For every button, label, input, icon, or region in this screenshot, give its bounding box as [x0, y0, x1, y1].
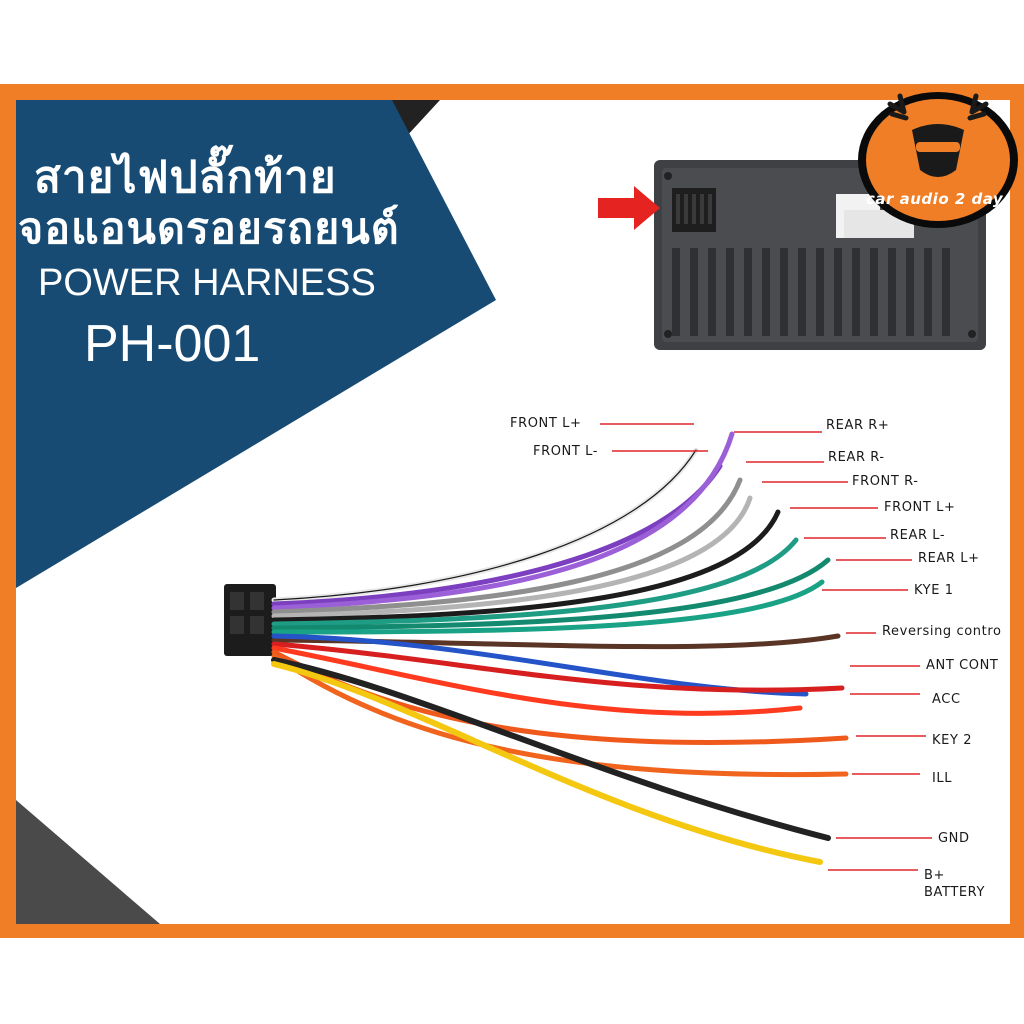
- label-ill: ILL: [932, 771, 953, 786]
- label-ant-cont: ANT CONT: [926, 658, 999, 673]
- label-battery: BATTERY: [924, 885, 986, 900]
- title-thai-line-2: จอแอนดรอยรถยนต์: [18, 204, 400, 254]
- red-arrow-icon: [598, 186, 660, 230]
- label-rear-r-minus: REAR R-: [828, 450, 885, 465]
- label-front-l-minus: FRONT L-: [533, 444, 599, 459]
- label-reversing-control: Reversing contro: [882, 624, 1002, 639]
- label-kye-1: KYE 1: [914, 583, 954, 598]
- label-front-l-plus-1: FRONT L+: [510, 416, 582, 431]
- title-panel: [16, 100, 496, 588]
- label-rear-r-plus: REAR R+: [826, 418, 890, 433]
- label-acc: ACC: [932, 692, 961, 707]
- label-front-l-plus-2: FRONT L+: [884, 500, 956, 515]
- label-rear-l-plus: REAR L+: [918, 551, 980, 566]
- label-gnd: GND: [938, 831, 970, 846]
- label-lines: [600, 423, 932, 871]
- wire-connector: [224, 584, 276, 656]
- label-rear-l-minus: REAR L-: [890, 528, 946, 543]
- label-key-2: KEY 2: [932, 733, 973, 748]
- deer-head-icon: [858, 92, 1018, 228]
- dark-corner-bottom: [16, 800, 160, 924]
- label-b-plus: B+: [924, 868, 946, 883]
- title-english: POWER HARNESS: [38, 262, 376, 304]
- brand-logo-text: car audio 2 day: [866, 190, 1004, 208]
- model-number: PH-001: [84, 315, 261, 373]
- label-front-r-minus: FRONT R-: [852, 474, 919, 489]
- title-thai-line-1: สายไฟปลั๊กท้าย: [34, 152, 337, 203]
- wires: [271, 431, 849, 865]
